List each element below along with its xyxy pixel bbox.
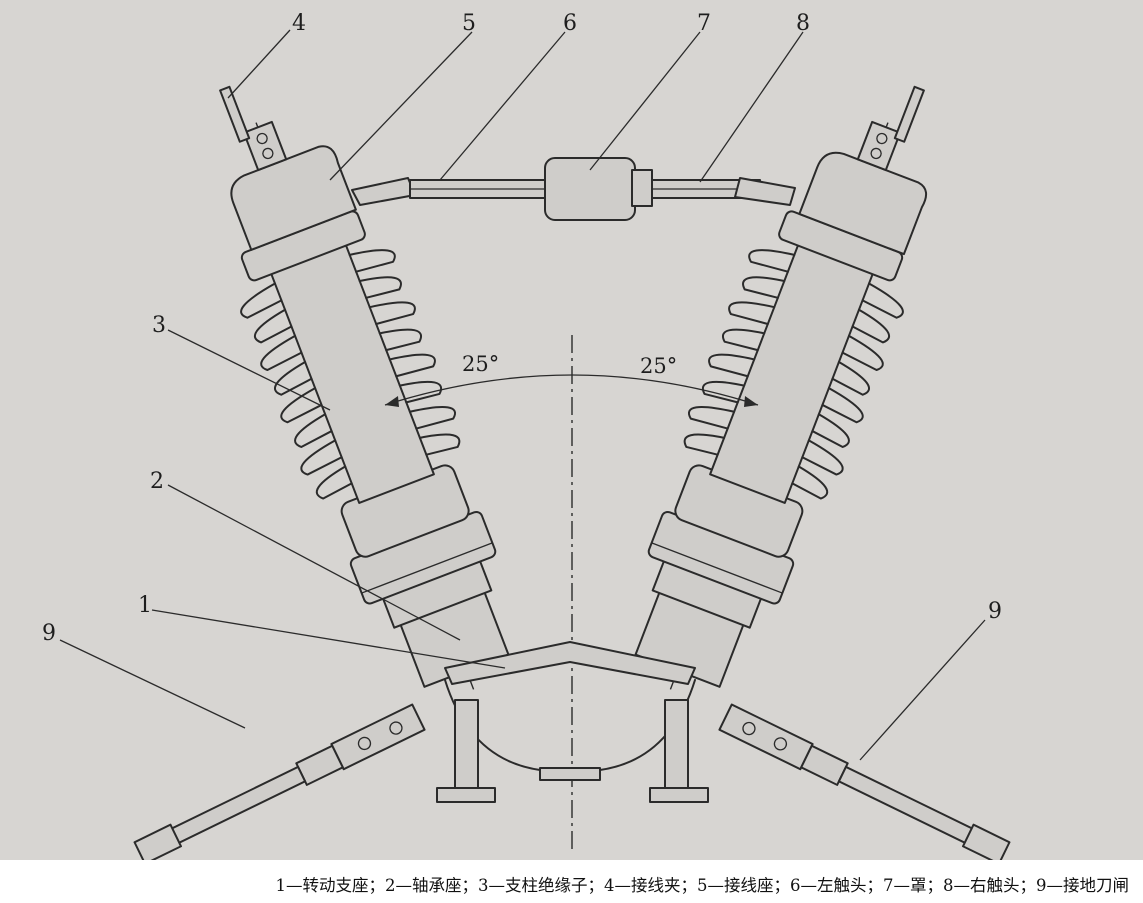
right-earthing-blade	[837, 765, 982, 849]
left-earthing-tip	[133, 823, 183, 860]
callout-1: 1	[138, 593, 152, 618]
left-angle-arc	[384, 374, 573, 406]
right-insulator-sheds	[683, 249, 904, 500]
left-earthing-switch	[133, 703, 426, 860]
left-earthing-hinge	[330, 703, 426, 771]
left-angle-label: 25°	[462, 352, 499, 376]
right-earthing-switch	[718, 703, 1011, 860]
callout-8: 8	[796, 11, 810, 36]
right-terminal-tab	[893, 85, 925, 143]
left-earthing-blade	[162, 765, 307, 849]
rotating-base-frame	[444, 679, 696, 771]
right-contact	[639, 177, 796, 206]
right-base-foot	[649, 699, 709, 803]
callout-4: 4	[292, 11, 306, 36]
left-base-foot	[436, 699, 496, 803]
callout-9-left: 9	[42, 621, 56, 646]
leader-lines	[59, 29, 986, 761]
left-terminal-base	[230, 145, 357, 251]
left-terminal-tab	[219, 85, 251, 143]
right-angle-arc	[571, 374, 759, 406]
contact-cover-clip	[631, 169, 653, 207]
right-terminal-clamp	[856, 120, 902, 172]
left-terminal-clamp	[242, 120, 288, 172]
left-contact	[351, 177, 551, 206]
technical-drawing: 25° 25° 4 5 6 7 8 3 2 1	[0, 0, 1143, 860]
right-earthing-hinge	[718, 703, 814, 771]
rotating-base-plate	[444, 641, 696, 685]
right-angle-label: 25°	[640, 354, 677, 378]
right-angle-arrow	[744, 396, 758, 407]
callout-9-right: 9	[988, 599, 1002, 624]
contact-cover	[544, 157, 636, 221]
left-insulator-sheds	[240, 249, 461, 500]
right-earthing-tip	[961, 823, 1011, 860]
callout-7: 7	[697, 11, 711, 36]
disconnector-drawing: 25° 25° 4 5 6 7 8 3 2 1	[42, 11, 1011, 860]
base-center-pad	[539, 767, 601, 781]
right-post-insulator-assembly	[634, 85, 928, 690]
callout-5: 5	[462, 11, 476, 36]
callout-2: 2	[150, 469, 164, 494]
left-post-insulator-assembly	[219, 85, 510, 690]
callout-6: 6	[563, 11, 577, 36]
figure-caption: 1—转动支座；2—轴承座；3—支柱绝缘子；4—接线夹；5—接线座；6—左触头；7…	[275, 876, 1129, 895]
right-terminal-base	[798, 151, 928, 256]
left-angle-arrow	[385, 396, 399, 407]
callout-3: 3	[152, 313, 166, 338]
